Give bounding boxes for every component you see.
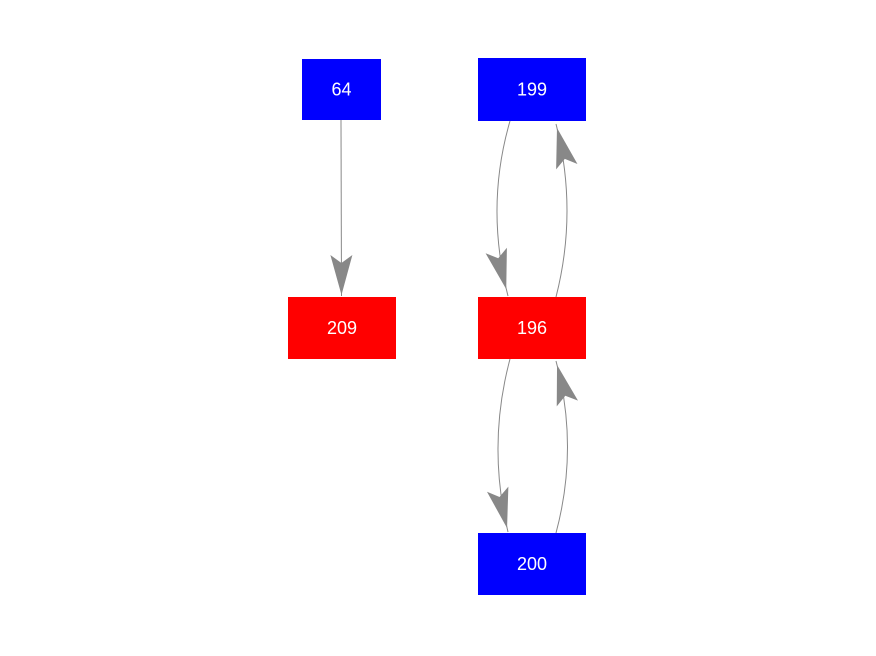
- node-rect-64[interactable]: [302, 59, 381, 120]
- node-209[interactable]: 209: [288, 297, 396, 359]
- node-label-199: 199: [517, 80, 547, 100]
- node-rect-209[interactable]: [288, 297, 396, 359]
- arrowhead-icon-64-209: [330, 254, 353, 295]
- node-label-64: 64: [331, 80, 351, 100]
- arrowhead-icon-200-196: [556, 364, 578, 407]
- node-rect-199[interactable]: [478, 58, 586, 121]
- node-label-209: 209: [327, 318, 357, 338]
- node-199[interactable]: 199: [478, 58, 586, 121]
- node-196[interactable]: 196: [478, 297, 586, 359]
- arrowhead-icon-196-199: [556, 127, 578, 170]
- node-200[interactable]: 200: [478, 533, 586, 595]
- node-rect-196[interactable]: [478, 297, 586, 359]
- node-label-196: 196: [517, 318, 547, 338]
- arrowhead-icon-199-196: [485, 247, 507, 290]
- node-label-200: 200: [517, 554, 547, 574]
- arrowhead-icon-196-200: [486, 486, 509, 529]
- node-rect-200[interactable]: [478, 533, 586, 595]
- node-64[interactable]: 64: [302, 59, 381, 120]
